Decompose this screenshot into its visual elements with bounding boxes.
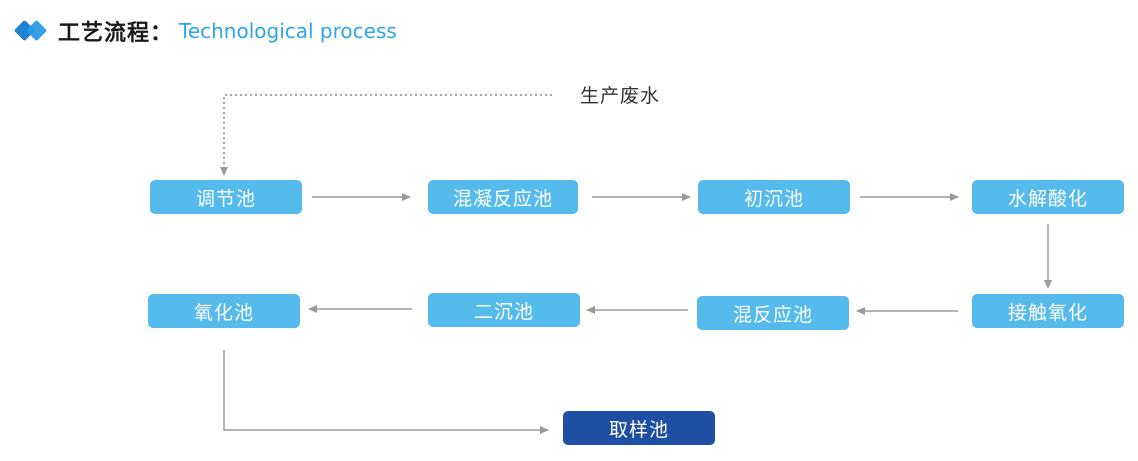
node-quyang: 取样池 <box>563 411 715 445</box>
arrow-yanghua-quyang <box>223 350 549 434</box>
node-shuijie: 水解酸化 <box>972 180 1124 214</box>
node-jiechu: 接触氧化 <box>972 294 1124 328</box>
node-erchen: 二沉池 <box>428 293 580 327</box>
page-header: 工艺流程： Technological process <box>13 14 397 48</box>
node-tiaojie: 调节池 <box>150 180 302 214</box>
source-wastewater-label: 生产废水 <box>580 85 661 107</box>
node-chuchen: 初沉池 <box>698 180 850 214</box>
node-hunfan: 混反应池 <box>697 296 849 330</box>
source-dotted-arrow <box>220 94 552 176</box>
node-yanghua: 氧化池 <box>148 294 300 328</box>
page-title: 工艺流程： <box>58 21 174 46</box>
page-subtitle: Technological process <box>179 19 397 43</box>
node-hunning: 混凝反应池 <box>428 180 578 214</box>
